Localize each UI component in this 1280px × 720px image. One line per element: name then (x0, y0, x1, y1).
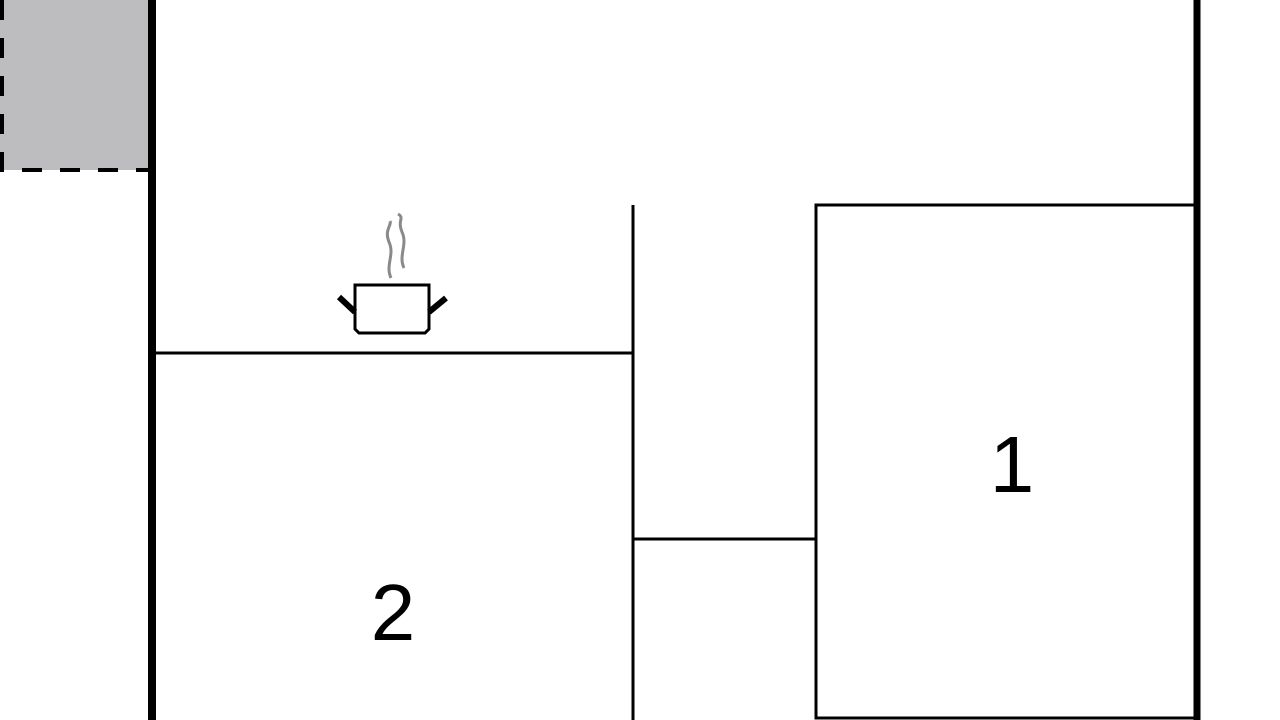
room-1-label: 1 (989, 420, 1035, 509)
shaded-area-dashed-border (0, 0, 150, 172)
cooking-pot-steam-icon (336, 212, 448, 335)
room-1-outline (814, 203, 1197, 720)
room-2-label: 2 (370, 568, 416, 657)
shaded-area (0, 0, 150, 170)
